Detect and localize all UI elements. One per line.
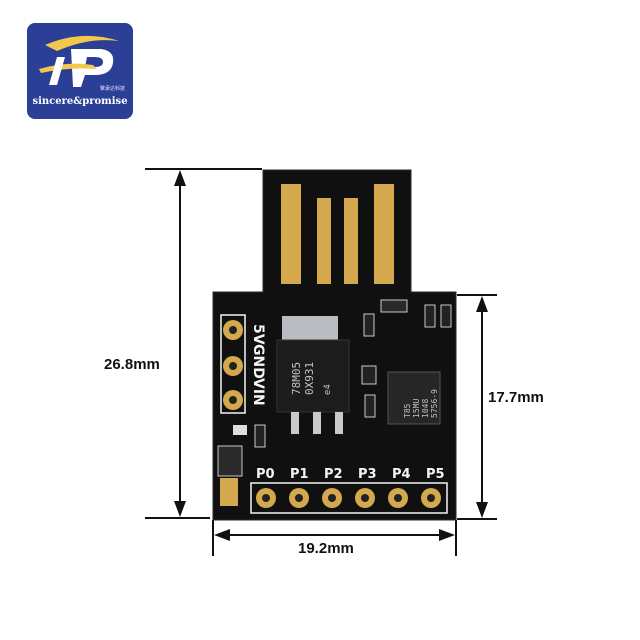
- pin-label-p3: P3: [358, 467, 377, 482]
- dimension-height-total: [145, 168, 262, 519]
- mcu-line-1: T85: [403, 403, 412, 418]
- pin-label-p0: P0: [256, 467, 275, 482]
- pin-label-p5: P5: [426, 467, 445, 482]
- power-label-gnd: GND: [250, 344, 266, 379]
- height-board-label: 17.7mm: [488, 389, 544, 406]
- pin-label-p2: P2: [324, 467, 343, 482]
- dimension-width: [212, 520, 457, 556]
- pin-label-p4: P4: [392, 467, 411, 482]
- power-labels-group: 5V GND VIN: [250, 324, 266, 406]
- regulator-mark: e4: [323, 384, 333, 395]
- voltage-regulator: 78M05 0X931 e4: [276, 316, 350, 434]
- logo-chinese-text: 擎承达科技: [99, 86, 125, 92]
- power-label-5v: 5V: [250, 324, 266, 345]
- dimension-height-board: [457, 294, 497, 520]
- mcu-line-2: 15MU: [412, 399, 421, 418]
- pin-header-pads: [250, 482, 448, 514]
- height-total-label: 26.8mm: [104, 356, 160, 373]
- regulator-date-code: 0X931: [303, 362, 316, 395]
- regulator-part-number: 78M05: [290, 362, 303, 395]
- mcu-line-3: 1048: [421, 399, 430, 418]
- pin-label-p1: P1: [290, 467, 309, 482]
- logo-brand-text: sincere&promise: [32, 96, 128, 107]
- power-header-pads: [220, 314, 246, 414]
- smd-components: [217, 299, 452, 506]
- width-label: 19.2mm: [298, 540, 354, 557]
- usb-contacts: [281, 184, 394, 284]
- brand-logo: 擎承达科技 sincere&promise: [27, 23, 133, 119]
- power-label-vin: VIN: [250, 378, 266, 406]
- pin-labels: P0 P1 P2 P3 P4 P5: [256, 467, 445, 482]
- logo-swoosh-icon: [39, 35, 119, 87]
- microcontroller-chip: T85 15MU 1048 5756-9: [387, 371, 441, 425]
- mcu-line-4: 5756-9: [430, 389, 439, 418]
